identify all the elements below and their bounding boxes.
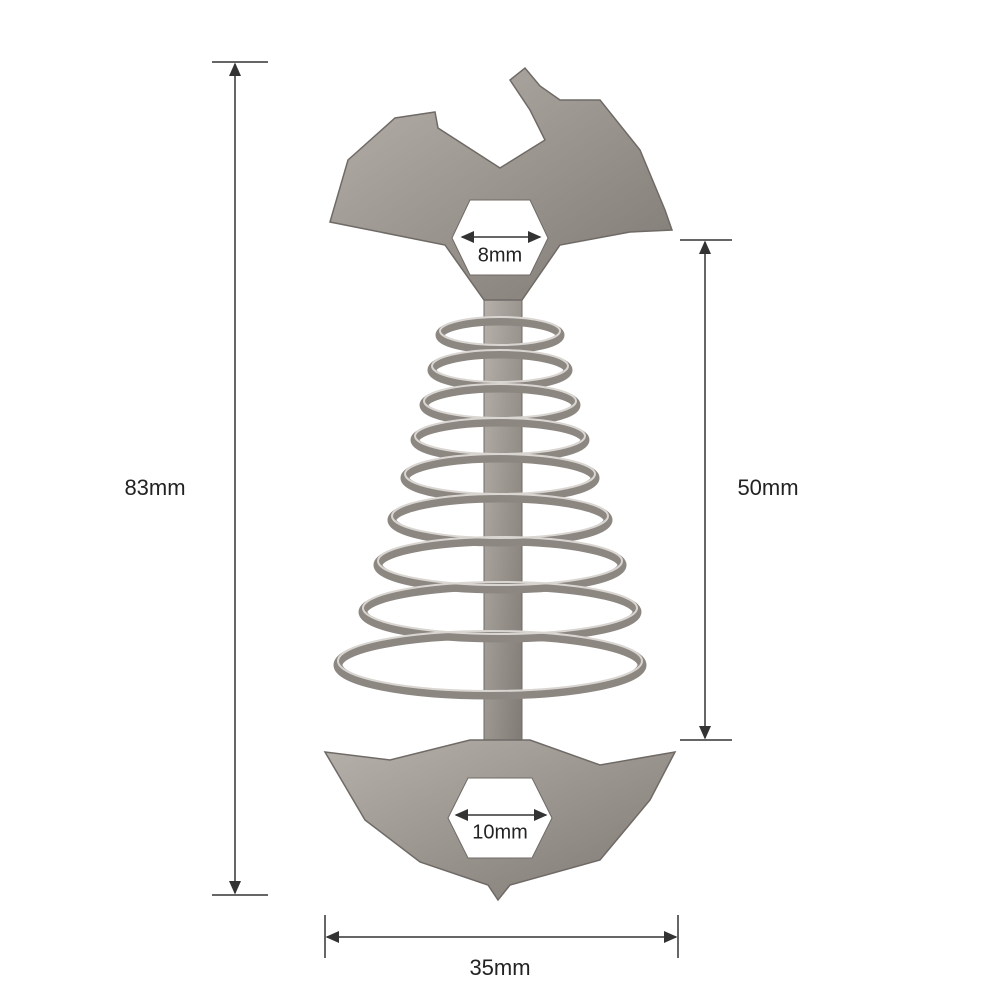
large-hex-label: 10mm (472, 821, 528, 844)
spring-highlight (337, 316, 643, 692)
total-length-label: 83mm (124, 475, 186, 500)
small-hex-label: 8mm (477, 244, 523, 267)
dimension-lines (212, 61, 732, 958)
spring-length-label: 50mm (737, 475, 799, 500)
width-label: 35mm (469, 955, 531, 980)
top-plate (329, 66, 674, 301)
hex-hole-large (447, 777, 553, 859)
